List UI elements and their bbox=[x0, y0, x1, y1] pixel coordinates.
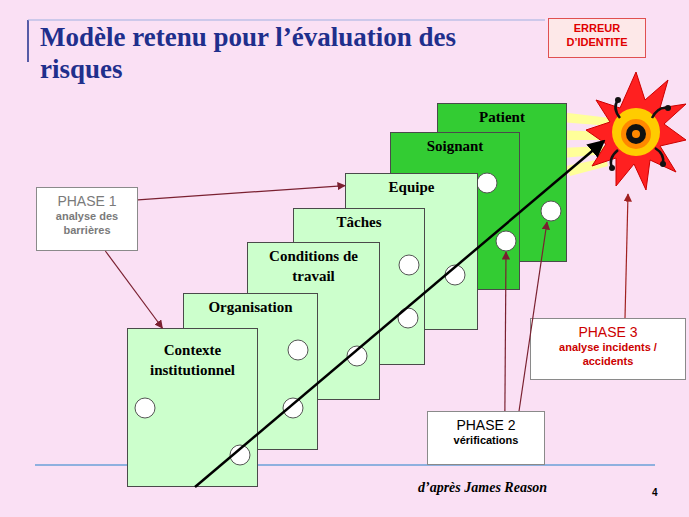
box-heading: Equipe bbox=[346, 174, 477, 198]
pointer-arrow bbox=[505, 252, 506, 411]
barrier-hole bbox=[230, 445, 250, 465]
barrier-hole bbox=[496, 231, 516, 251]
box-heading: Tâches bbox=[294, 209, 424, 233]
barrier-hole bbox=[477, 173, 497, 193]
pointer-arrow bbox=[138, 186, 345, 200]
box-heading: Conditions de travail bbox=[248, 243, 379, 286]
box-text: analyse incidents / accidents bbox=[537, 341, 679, 369]
trajectory-arrow bbox=[195, 141, 604, 487]
slide-title: Modèle retenu pour l’évaluation des risq… bbox=[40, 22, 520, 86]
source-credit: d’après James Reason bbox=[418, 480, 547, 496]
box-heading: PHASE 3 bbox=[537, 323, 679, 341]
barrier-hole bbox=[283, 398, 303, 418]
barrier-hole bbox=[135, 398, 155, 418]
phase-box: PHASE 1analyse des barrières bbox=[36, 187, 138, 251]
title-rule bbox=[27, 20, 29, 62]
leader-arrow bbox=[625, 194, 628, 318]
box-heading: PHASE 2 bbox=[434, 416, 538, 434]
impact-burst bbox=[586, 72, 686, 190]
pointer-arrow bbox=[105, 251, 162, 328]
box-text: analyse des barrières bbox=[43, 210, 131, 238]
barrier-hole bbox=[541, 201, 561, 221]
box-heading: ERREUR D’IDENTITE bbox=[553, 22, 641, 50]
title-rule bbox=[28, 20, 545, 21]
barrier-hole bbox=[398, 308, 418, 328]
barrier-hole bbox=[288, 340, 308, 360]
box-heading: Contexte institutionnel bbox=[128, 329, 257, 380]
page-number: 4 bbox=[652, 487, 658, 498]
barrier-hole bbox=[445, 265, 465, 285]
box-heading: Patient bbox=[438, 104, 566, 128]
barrier-card: Contexte institutionnel bbox=[127, 328, 258, 487]
barrier-hole bbox=[347, 346, 367, 366]
phase-box: PHASE 2vérifications bbox=[427, 411, 545, 465]
box-heading: Organisation bbox=[184, 294, 317, 318]
alert-box: ERREUR D’IDENTITE bbox=[548, 18, 646, 58]
barrier-hole bbox=[399, 255, 419, 275]
pointer-arrow bbox=[519, 222, 547, 411]
phase-box: PHASE 3analyse incidents / accidents bbox=[530, 318, 686, 380]
box-text: vérifications bbox=[434, 434, 538, 448]
box-heading: PHASE 1 bbox=[43, 192, 131, 210]
box-heading: Soignant bbox=[391, 133, 519, 157]
